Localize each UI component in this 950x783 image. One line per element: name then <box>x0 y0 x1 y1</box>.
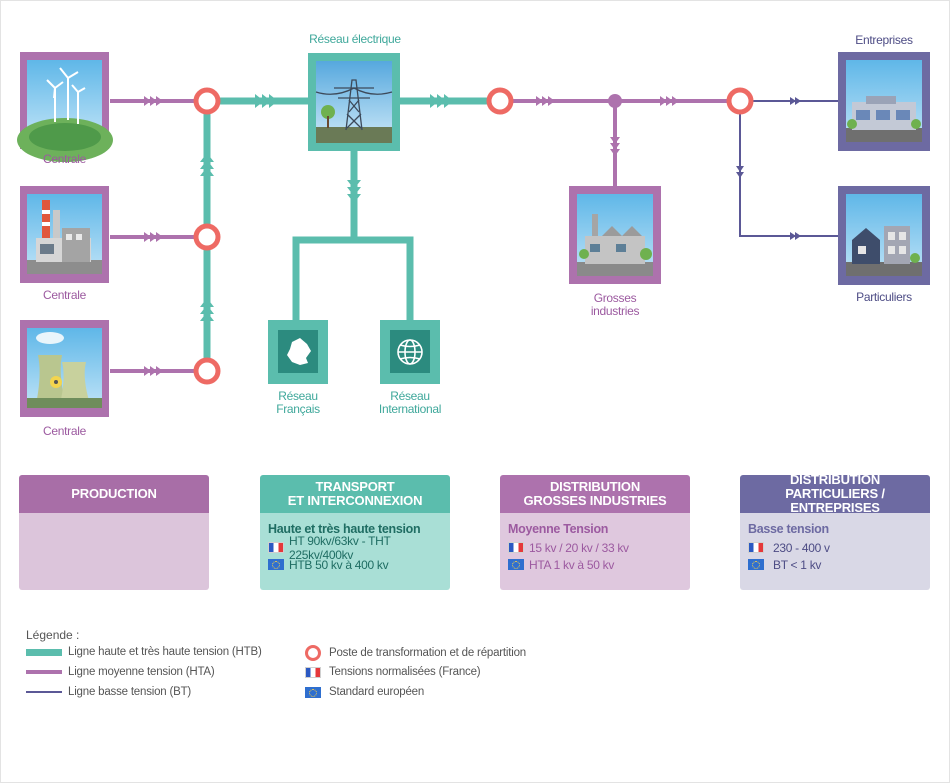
box-distribution-gi-subtitle: Moyenne Tension <box>508 522 609 536</box>
box-distribution-pe-title: DISTRIBUTION PARTICULIERS / ENTREPRISES <box>740 475 930 515</box>
legend-poste: Poste de transformation et de répartitio… <box>305 645 526 661</box>
box-transport-row-france: HT 90kv/63kv - THT 225kv/400kv <box>268 534 442 562</box>
france-flag-icon <box>748 542 764 553</box>
globe-icon <box>380 320 440 384</box>
junction-dot <box>608 94 622 108</box>
box-distribution-pe-subtitle: Basse tension <box>748 522 829 536</box>
label-grosses-industries: Grosses industries <box>590 291 640 318</box>
box-transport-title: TRANSPORT ET INTERCONNEXION <box>260 475 450 513</box>
industry-icon <box>569 186 661 284</box>
box-distribution-pe-body: Basse tension 230 - 400 v BT < 1 kv <box>740 513 930 590</box>
label-centrale-3: Centrale <box>43 424 86 438</box>
box-production-title: PRODUCTION <box>19 475 209 513</box>
box-distribution-gi-row-europe: HTA 1 kv à 50 kv <box>508 556 682 573</box>
label-reseau-francais: Réseau Français <box>276 389 320 416</box>
box-transport-row-europe: HTB 50 kv à 400 kv <box>268 556 442 573</box>
box-transport: TRANSPORT ET INTERCONNEXION Haute et trè… <box>260 475 450 590</box>
box-distribution-gi-body: Moyenne Tension 15 kv / 20 kv / 33 kv HT… <box>500 513 690 590</box>
legend-htb: Ligne haute et très haute tension (HTB) <box>26 646 262 658</box>
pylon-icon <box>308 53 400 151</box>
eu-flag-icon <box>268 559 284 570</box>
label-centrale-1: Centrale <box>43 152 86 166</box>
transformer-rings <box>193 87 754 385</box>
france-flag-icon <box>268 542 284 553</box>
eu-flag-icon <box>305 686 321 698</box>
box-production-body <box>19 513 209 590</box>
box-transport-body: Haute et très haute tension HT 90kv/63kv… <box>260 513 450 590</box>
bt-line-swatch <box>26 691 62 693</box>
label-entreprises: Entreprises <box>855 33 913 47</box>
wind-turbine-icon <box>17 52 113 162</box>
box-transport-subtitle: Haute et très haute tension <box>268 522 421 536</box>
hta-line-swatch <box>26 670 62 674</box>
box-distribution-gi-title: DISTRIBUTION GROSSES INDUSTRIES <box>500 475 690 513</box>
business-icon <box>838 52 930 151</box>
transformer-ring-icon <box>305 645 321 661</box>
eu-flag-icon <box>508 559 524 570</box>
label-centrale-2: Centrale <box>43 288 86 302</box>
legend-france: Tensions normalisées (France) <box>305 666 481 678</box>
label-reseau-electrique: Réseau électrique <box>309 32 401 46</box>
legend-title: Légende : <box>26 628 80 642</box>
france-map-icon <box>268 320 328 384</box>
box-distribution-gi-row-france: 15 kv / 20 kv / 33 kv <box>508 539 682 556</box>
box-production: PRODUCTION <box>19 475 209 590</box>
legend-hta: Ligne moyenne tension (HTA) <box>26 666 215 678</box>
eu-flag-icon <box>748 559 764 570</box>
legend-europe: Standard européen <box>305 686 424 698</box>
htb-line-swatch <box>26 648 62 656</box>
nuclear-plant-icon <box>20 320 109 417</box>
legend-bt: Ligne basse tension (BT) <box>26 686 191 698</box>
houses-icon <box>838 186 930 285</box>
label-reseau-international: Réseau International <box>378 389 442 416</box>
arrow-marks <box>144 94 801 376</box>
bt-lines <box>739 100 838 237</box>
label-particuliers: Particuliers <box>856 290 912 304</box>
box-distribution-pe-row-france: 230 - 400 v <box>748 539 922 556</box>
factory-icon <box>20 186 109 283</box>
box-distribution-pe: DISTRIBUTION PARTICULIERS / ENTREPRISES … <box>740 475 930 590</box>
box-distribution-gi: DISTRIBUTION GROSSES INDUSTRIES Moyenne … <box>500 475 690 590</box>
france-flag-icon <box>305 666 321 678</box>
box-distribution-pe-row-europe: BT < 1 kv <box>748 556 922 573</box>
france-flag-icon <box>508 542 524 553</box>
